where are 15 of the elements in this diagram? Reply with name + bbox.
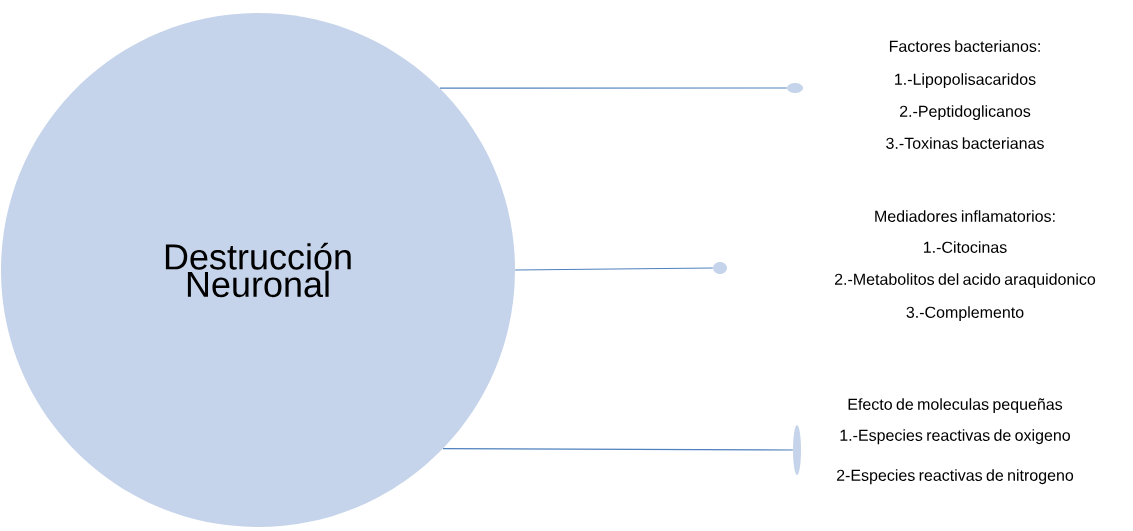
list-text: 2.-Metabolitos del acido araquidonico xyxy=(834,273,1096,289)
dot xyxy=(793,425,801,475)
connector-line xyxy=(442,448,794,451)
list-text: 2-Especies reactivas de nitrogeno xyxy=(836,469,1074,485)
list-text: 1.-Especies reactivas de oxigeno xyxy=(840,429,1070,445)
list-text: Efecto de moleculas pequeñas xyxy=(848,398,1063,414)
list-text: 1.-Citocinas xyxy=(924,241,1007,253)
list-text: Mediadores inflamatorios: xyxy=(875,210,1055,222)
list-text: 3.-Complemento xyxy=(906,306,1024,322)
list-text: Factores bacterianos: xyxy=(889,40,1040,52)
list-text: 2.-Peptidoglicanos xyxy=(900,105,1031,121)
list-text: 1.-Lipopolisacaridos xyxy=(895,73,1036,89)
list-text: 3.-Toxinas bacterianas xyxy=(886,137,1044,149)
connector-line xyxy=(439,87,788,89)
connector-line xyxy=(514,267,714,271)
